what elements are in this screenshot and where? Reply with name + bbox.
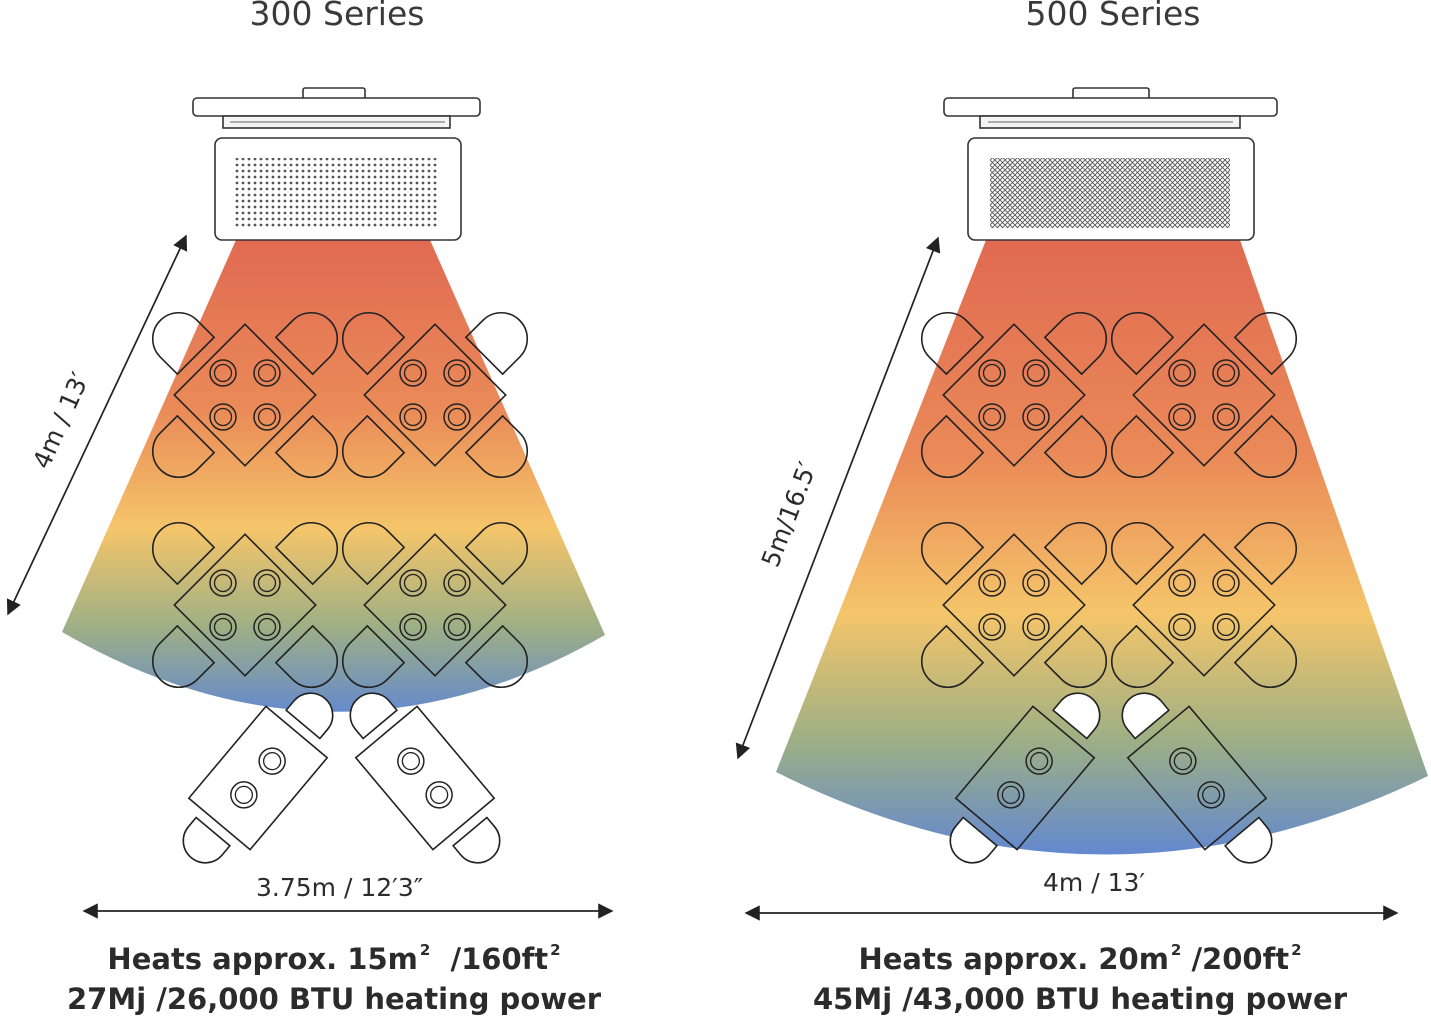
dining-table-icon [949,692,1101,864]
dining-table-icon [1110,311,1298,479]
power-line-500: 45Mj /43,000 BTU heating power [812,982,1348,1016]
patio-heater-icon [943,87,1278,241]
area-mid-300: /160ft [450,942,549,976]
tables-300 [151,311,529,864]
dining-table-icon [182,692,334,864]
dining-table-icon [1110,521,1298,689]
patio-heater-icon [192,87,481,241]
series-title-300: 300 Series [249,0,425,33]
sup-300-a: 2 [419,941,431,959]
dining-table-icon [1121,692,1273,864]
depth-arrow-500 [735,236,941,760]
area-prefix-500: Heats approx. 20m [858,942,1169,976]
depth-arrow-300 [6,234,188,616]
panel-500-series [735,87,1428,921]
sup-500-a: 2 [1170,941,1182,959]
sup-300-b: 2 [550,941,561,959]
depth-label-300: 4m / 13′ [27,367,96,474]
dining-table-icon [151,521,339,689]
width-label-500: 4m / 13′ [1043,868,1146,897]
series-title-500: 500 Series [1025,0,1201,33]
panel-300-series [6,87,614,919]
area-mid-500: /200ft [1191,942,1290,976]
power-line-300: 27Mj /26,000 BTU heating power [66,982,602,1016]
width-label-300: 3.75m / 12′3″ [256,873,424,902]
tables-500 [920,311,1298,864]
dining-table-icon [341,311,529,479]
area-prefix-300: Heats approx. 15m [107,942,418,976]
sup-500-b: 2 [1291,941,1302,959]
dining-table-icon [349,692,501,864]
dining-table-icon [341,521,529,689]
depth-label-500: 5m/16.5′ [755,457,823,572]
